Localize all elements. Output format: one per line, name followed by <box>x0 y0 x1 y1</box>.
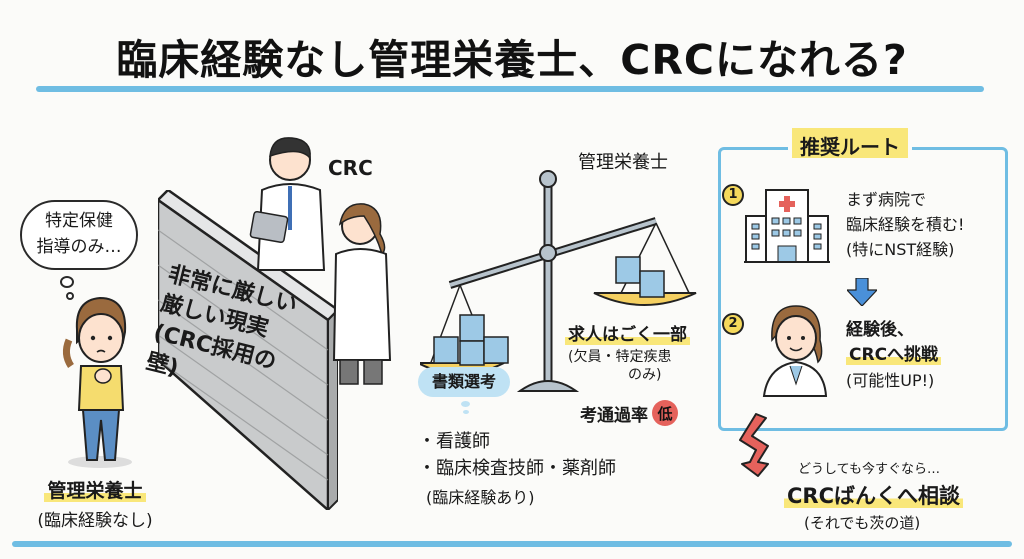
bubble-tail-dot <box>60 276 74 288</box>
thought-bubble: 特定保健 指導のみ… <box>20 200 138 270</box>
scale-right-label: 管理栄養士 <box>578 152 668 173</box>
bubble-tail-dot <box>463 410 469 414</box>
step-2-text: 経験後、 CRCへ挑戦 (可能性UP!) <box>846 318 942 393</box>
step-2-line-1: 経験後、 <box>846 320 914 340</box>
nutritionist-label: 管理栄養士 <box>20 476 170 503</box>
step-2-line-2: CRCへ挑戦 <box>846 345 942 365</box>
competitor-sub: (臨床経験あり) <box>426 488 535 507</box>
fallback-pre-text: どうしても今すぐなら… <box>798 462 940 477</box>
title-underline <box>36 86 984 92</box>
pass-rate: 考通過率 低 <box>580 400 678 426</box>
step-1-text: まず病院で 臨床経験を積む! (特にNST経験) <box>846 187 964 262</box>
nurse-avatar-illustration <box>762 305 828 397</box>
document-screening-bubble: 書類選考 <box>418 367 510 397</box>
fallback-main-text: CRCばんくへ相談 <box>784 480 963 510</box>
job-openings-text: 求人はごく一部 <box>565 325 690 345</box>
bubble-tail-dot <box>461 401 470 407</box>
step-2-line-3: (可能性UP!) <box>846 371 935 390</box>
crc-staff-illustration <box>249 137 392 385</box>
step-1-line-1: まず病院で <box>846 190 927 209</box>
balance-scale-illustration <box>420 170 697 392</box>
job-openings-sub-line-1: (欠員・特定疾患 <box>568 349 672 365</box>
hospital-icon <box>744 189 830 263</box>
fallback-main-label: CRCばんくへ相談 <box>784 484 963 508</box>
job-openings-sub-line-2: のみ) <box>628 367 662 383</box>
step-number-2: 2 <box>722 313 744 335</box>
bottom-divider <box>12 541 1012 547</box>
step-1-line-2: 臨床経験を積む! <box>846 215 965 234</box>
zigzag-arrow-icon <box>739 413 769 477</box>
step-number-1: 1 <box>722 184 744 206</box>
step-1-line-3: (特にNST経験) <box>846 240 955 259</box>
competitor-list: ・看護師 ・臨床検査技師・薬剤師 <box>418 428 616 482</box>
thought-line-1: 特定保健 <box>45 211 113 231</box>
brick-wall-illustration <box>158 190 338 510</box>
nutritionist-label-text: 管理栄養士 <box>44 480 146 502</box>
job-openings-sub: (欠員・特定疾患 のみ) <box>568 348 671 384</box>
thought-line-2: 指導のみ… <box>36 237 122 257</box>
recommended-route-title: 推奨ルート <box>788 124 912 162</box>
fallback-sub-text: (それでも茨の道) <box>804 514 921 532</box>
worried-nutritionist-illustration <box>62 296 132 468</box>
crc-label: CRC <box>328 156 373 180</box>
low-badge: 低 <box>652 400 678 426</box>
page-title: 臨床経験なし管理栄養士、CRCになれる? <box>116 36 908 84</box>
job-openings-label: 求人はごく一部 <box>565 320 690 345</box>
nutritionist-sub-label: (臨床経験なし) <box>37 511 153 531</box>
pass-rate-label: 考通過率 <box>580 405 648 426</box>
competitor-item: ・臨床検査技師・薬剤師 <box>418 458 616 479</box>
bubble-tail-dot <box>66 292 74 300</box>
arrow-down-icon <box>847 278 877 306</box>
competitor-item: ・看護師 <box>418 431 490 452</box>
